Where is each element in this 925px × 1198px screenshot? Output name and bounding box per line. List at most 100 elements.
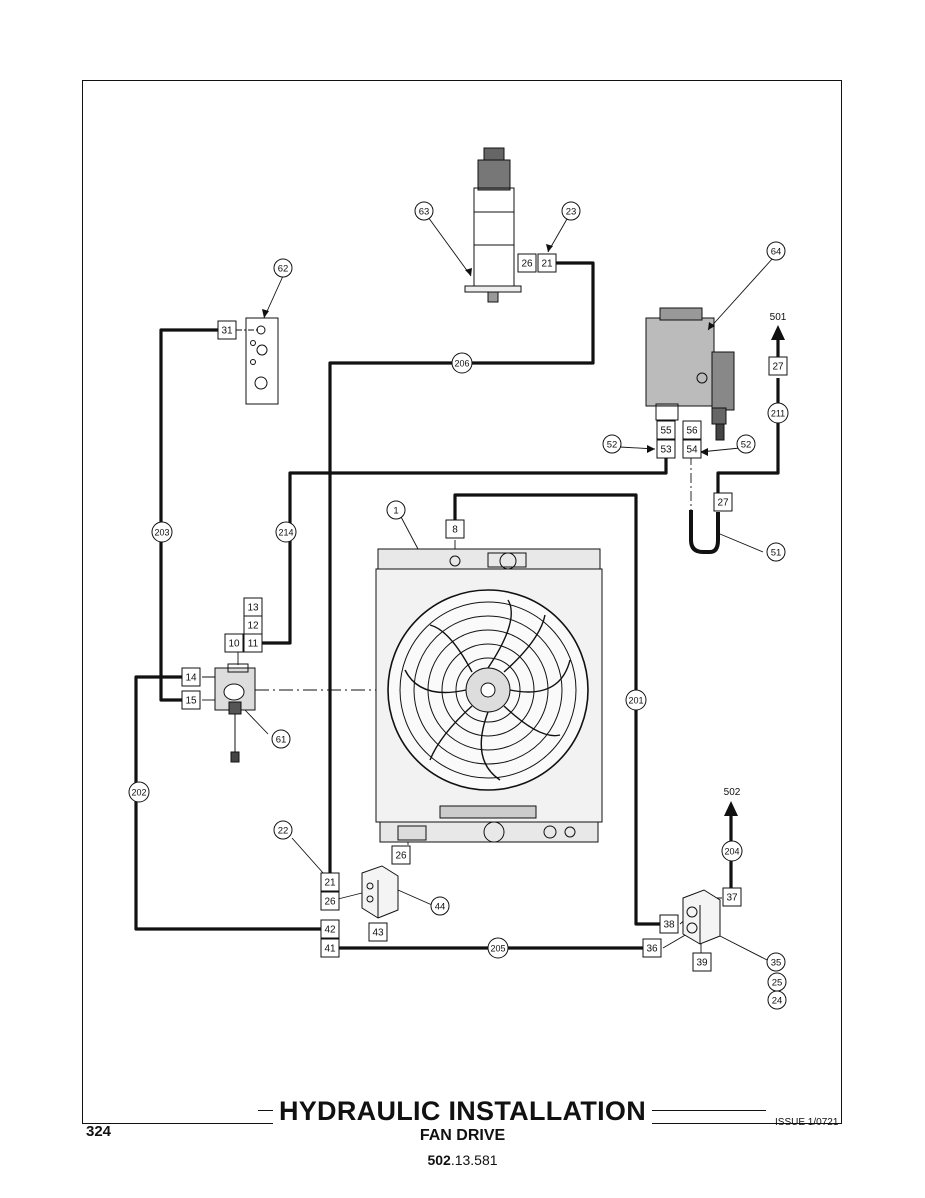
outlet-label-501: 501 (770, 312, 787, 323)
port-label-56: 56 (682, 420, 702, 440)
port-label-15: 15 (181, 690, 201, 710)
svg-text:27: 27 (772, 362, 784, 373)
fitting-51 (689, 510, 720, 554)
port-label-21: 21 (537, 253, 557, 273)
svg-text:21: 21 (324, 878, 336, 889)
svg-text:12: 12 (247, 621, 259, 632)
svg-text:43: 43 (372, 928, 384, 939)
hose-206 (328, 261, 595, 874)
svg-text:21: 21 (541, 259, 553, 270)
port-label-27: 27 (713, 492, 733, 512)
page-title: HYDRAULIC INSTALLATION (0, 1096, 925, 1127)
port-label-43: 43 (368, 922, 388, 942)
svg-text:55: 55 (660, 426, 672, 437)
svg-text:202: 202 (131, 788, 146, 798)
title-rule-left (258, 1110, 278, 1111)
svg-text:61: 61 (276, 735, 287, 746)
port-label-53: 53 (656, 439, 676, 459)
callout-52: 52 (602, 434, 622, 454)
port-label-26: 26 (517, 253, 537, 273)
svg-text:35: 35 (771, 958, 782, 969)
port-label-14: 14 (181, 667, 201, 687)
outlet-label-502: 502 (724, 787, 741, 798)
hose-label-204: 204 (721, 840, 743, 862)
hose-label-211: 211 (767, 402, 789, 424)
port-label-38: 38 (659, 914, 679, 934)
port-label-13: 13 (243, 597, 263, 617)
svg-text:41: 41 (324, 944, 336, 955)
port-label-41: 41 (320, 938, 340, 958)
port-label-27: 27 (768, 356, 788, 376)
page-subtitle: FAN DRIVE (419, 1127, 506, 1144)
callout-51: 51 (766, 542, 786, 562)
callout-24: 24 (767, 990, 787, 1010)
callout-61: 61 (271, 729, 291, 749)
hose-label-202: 202 (128, 781, 150, 803)
callout-35: 35 (766, 952, 786, 972)
part-number: 502.13.581 (427, 1152, 498, 1168)
port-label-26: 26 (320, 891, 340, 911)
svg-text:62: 62 (278, 264, 289, 275)
svg-text:201: 201 (628, 696, 643, 706)
svg-text:26: 26 (324, 897, 336, 908)
svg-text:44: 44 (435, 902, 446, 913)
callout-62: 62 (273, 258, 293, 278)
port-label-54: 54 (682, 439, 702, 459)
svg-text:36: 36 (646, 944, 658, 955)
callout-64: 64 (766, 241, 786, 261)
svg-text:39: 39 (696, 958, 708, 969)
port-label-31: 31 (217, 320, 237, 340)
callout-44: 44 (430, 896, 450, 916)
callout-63: 63 (414, 201, 434, 221)
svg-text:37: 37 (726, 893, 738, 904)
svg-text:205: 205 (490, 944, 505, 954)
arrow-501 (771, 325, 785, 340)
svg-text:203: 203 (154, 528, 169, 538)
hose-202 (134, 675, 322, 931)
callout-23: 23 (561, 201, 581, 221)
svg-text:53: 53 (660, 445, 672, 456)
port-label-26: 26 (391, 845, 411, 865)
svg-text:27: 27 (717, 498, 729, 509)
svg-text:64: 64 (771, 247, 782, 258)
svg-text:26: 26 (395, 851, 407, 862)
block-44 (361, 865, 399, 919)
radiator-1 (375, 548, 603, 843)
outlet-label-layer: 501 502 (724, 312, 787, 798)
hose-211 (716, 378, 780, 493)
hose-201 (453, 493, 661, 926)
port-label-8: 8 (445, 519, 465, 539)
port-label-11: 11 (243, 633, 263, 653)
svg-text:25: 25 (772, 978, 783, 989)
svg-text:24: 24 (772, 996, 783, 1007)
hose-label-201: 201 (625, 689, 647, 711)
svg-text:54: 54 (686, 445, 698, 456)
block-35 (682, 889, 721, 945)
callout-22: 22 (273, 820, 293, 840)
svg-text:15: 15 (185, 696, 197, 707)
issue-label: ISSUE 1/0721 (775, 1117, 839, 1128)
pump-64 (645, 307, 735, 441)
svg-text:13: 13 (247, 603, 259, 614)
port-label-21: 21 (320, 872, 340, 892)
svg-text:52: 52 (607, 440, 618, 451)
svg-text:22: 22 (278, 826, 289, 837)
port-label-37: 37 (722, 887, 742, 907)
hose-label-214: 214 (275, 521, 297, 543)
port-label-39: 39 (692, 952, 712, 972)
port-label-36: 36 (642, 938, 662, 958)
hose-label-203: 203 (151, 521, 173, 543)
svg-text:14: 14 (185, 673, 197, 684)
motor-63 (464, 147, 522, 303)
port-label-12: 12 (243, 615, 263, 635)
svg-text:204: 204 (724, 847, 739, 857)
svg-text:1: 1 (393, 506, 398, 517)
valve-61 (214, 663, 256, 763)
hose-label-205: 205 (487, 937, 509, 959)
svg-text:214: 214 (278, 528, 293, 538)
callout-1: 1 (386, 500, 406, 520)
svg-text:31: 31 (221, 326, 233, 337)
svg-text:52: 52 (741, 440, 752, 451)
